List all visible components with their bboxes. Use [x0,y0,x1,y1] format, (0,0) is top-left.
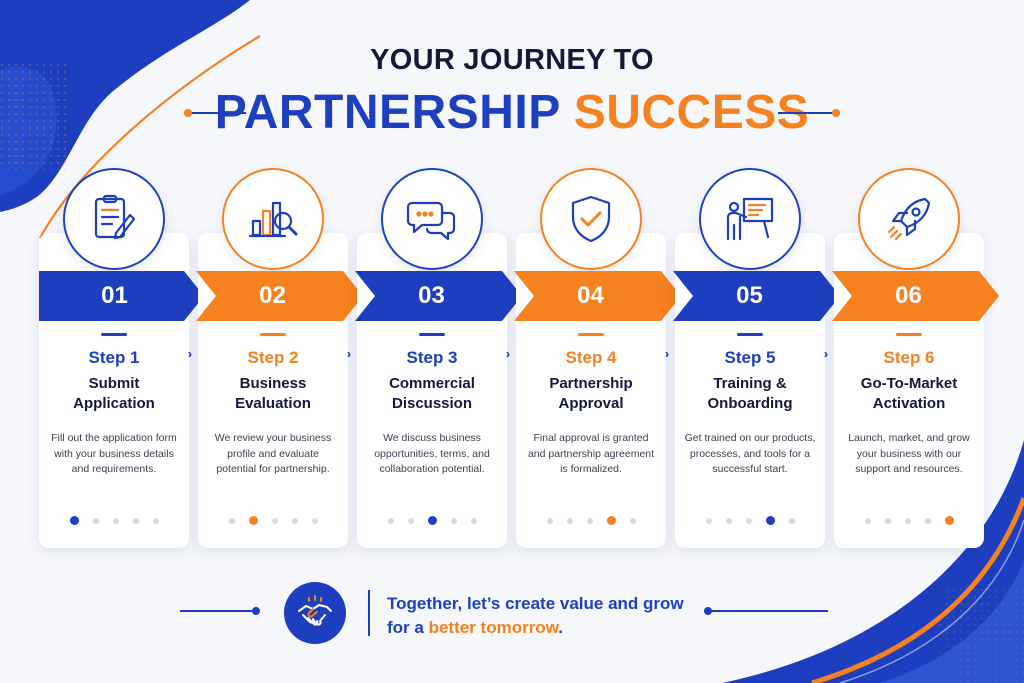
step-progress-dots [357,516,507,525]
header-title-success: SUCCESS [573,86,810,139]
step-banner-4: 04 [514,271,681,321]
step-progress-dots [198,516,348,525]
footer-left-line [180,607,260,615]
step-accent-bar [260,333,286,336]
step-number: 03 [418,282,445,309]
page-header: YOUR JOURNEY TO PARTNERSHIP SUCCESS [0,44,1024,141]
step-number: 04 [577,282,604,309]
handshake-icon [298,595,332,626]
step-description: Launch, market, and grow your business w… [848,432,970,475]
footer-highlight: better tomorrow [428,618,559,637]
step-banner-5: 05 [673,271,840,321]
step-description: Get trained on our products, processes, … [684,432,816,475]
step-label: Step 1 [88,348,140,367]
chat-bubbles-icon [406,201,456,241]
step-title: Training &Onboarding [707,375,793,412]
header-title-line1: YOUR JOURNEY TO [370,44,654,76]
step-number: 02 [259,282,286,309]
step-description: Fill out the application form with your … [51,432,177,475]
step-icon-circle-4 [540,168,642,270]
rocket-icon [887,197,931,241]
step-accent-bar [896,333,922,336]
header-title-line2: PARTNERSHIP SUCCESS [0,85,1024,141]
step-icon-circle-5 [699,168,801,270]
step-accent-bar [419,333,445,336]
step-banner-6: 06 [832,271,999,321]
step-progress-dots [834,516,984,525]
shield-check-icon [571,195,611,243]
footer-line1: Together, let’s create value and grow [387,594,684,613]
step-banner-2: 02 [196,271,363,321]
step-number: 01 [101,282,128,309]
step-label: Step 3 [406,348,458,367]
footer-line2-prefix: for a [387,618,424,637]
step-accent-bar [578,333,604,336]
footer-line2-suffix: . [558,618,564,637]
step-icon-circle-2 [222,168,324,270]
header-left-line [184,109,246,117]
step-number: 05 [736,282,763,309]
step-icon-circle-3 [381,168,483,270]
footer-divider [368,590,370,636]
step-banner-1: 01 [39,271,204,321]
header-right-line [778,109,840,117]
step-label: Step 4 [565,348,617,367]
header-title-partnership: PARTNERSHIP [214,86,560,139]
step-progress-dots [39,516,189,525]
step-icon-circle-1 [63,168,165,270]
step-accent-bar [101,333,127,336]
step-description: Final approval is granted and partnershi… [527,432,655,475]
step-description: We discuss business opportunities, terms… [374,432,490,475]
footer-icon-circle [284,582,346,644]
step-label: Step 6 [883,348,935,367]
step-progress-dots [675,516,825,525]
footer-tagline: Together, let’s create value and grow fo… [387,592,684,640]
step-progress-dots [516,516,666,525]
step-accent-bar [737,333,763,336]
step-description: We review your business profile and eval… [214,432,332,475]
step-icon-circle-6 [858,168,960,270]
step-label: Step 2 [247,348,299,367]
clipboard-pencil-icon [94,194,136,240]
presenter-board-icon [726,197,774,241]
step-banner-3: 03 [355,271,522,321]
chart-magnifier-icon [248,201,298,238]
footer-right-line [704,607,828,615]
step-label: Step 5 [724,348,776,367]
step-number: 06 [895,282,922,309]
